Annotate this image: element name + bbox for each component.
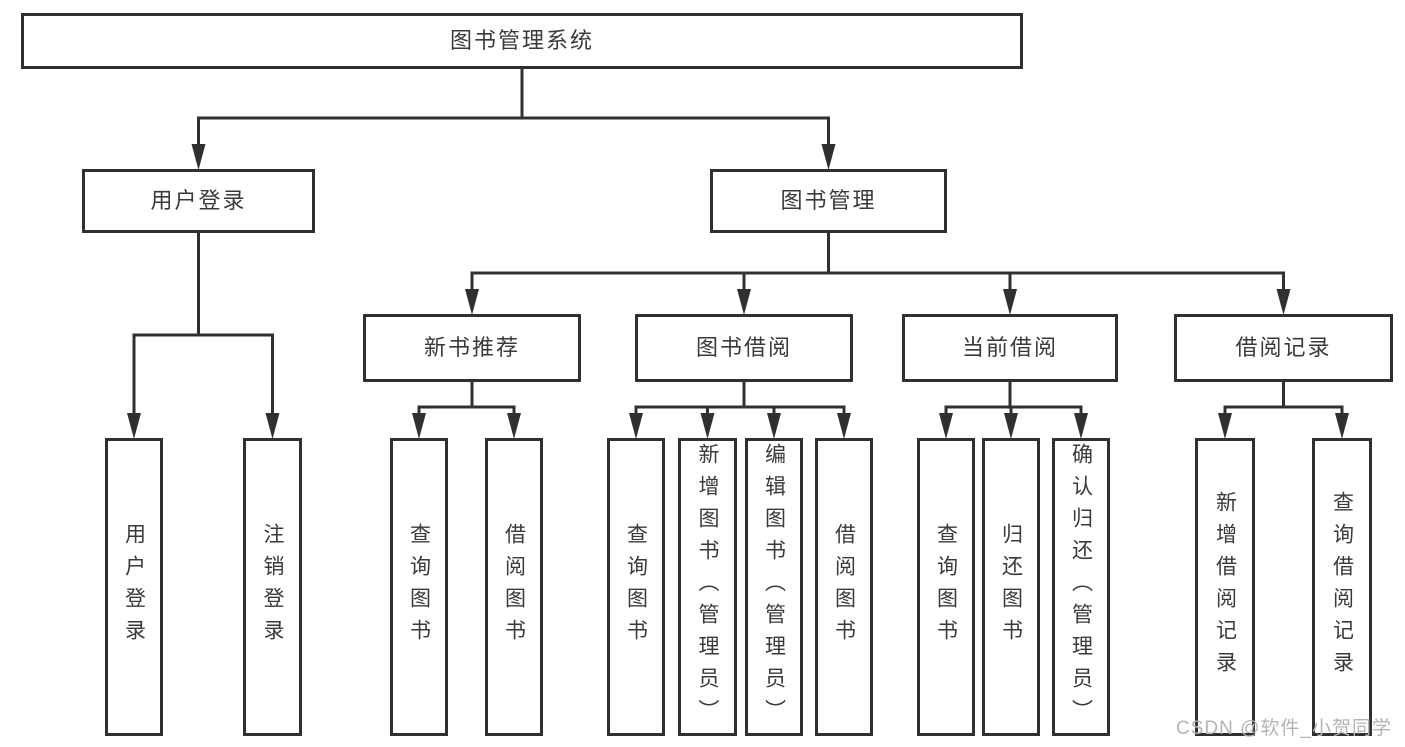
node-confirm-return: 确认归还（管理员）: [1052, 438, 1110, 736]
node-return-book: 归还图书: [982, 438, 1040, 736]
node-current-borrow: 当前借阅: [902, 314, 1118, 382]
node-label-query-book-2: 查询图书: [624, 523, 648, 651]
node-label-add-borrow-record: 新增借阅记录: [1213, 491, 1237, 683]
node-label-user-login: 用户登录: [150, 187, 247, 213]
node-label-book-mgmt: 图书管理: [780, 187, 877, 213]
node-query-book-3: 查询图书: [917, 438, 975, 736]
node-new-book-rec: 新书推荐: [363, 314, 581, 382]
node-root: 图书管理系统: [21, 13, 1023, 69]
node-borrow-book-1: 借阅图书: [485, 438, 543, 736]
node-borrow-book-2: 借阅图书: [815, 438, 873, 736]
node-label-return-book: 归还图书: [999, 523, 1023, 651]
node-query-book-1: 查询图书: [390, 438, 448, 736]
node-logout: 注销登录: [243, 438, 302, 736]
node-login: 用户登录: [105, 438, 163, 736]
node-edit-book: 编辑图书（管理员）: [745, 438, 803, 736]
node-label-login: 用户登录: [122, 523, 146, 651]
node-label-borrow-records: 借阅记录: [1235, 334, 1332, 360]
node-label-confirm-return: 确认归还（管理员）: [1069, 443, 1093, 731]
node-book-borrow: 图书借阅: [635, 314, 853, 382]
node-label-edit-book: 编辑图书（管理员）: [762, 443, 786, 731]
node-label-new-book-rec: 新书推荐: [423, 334, 520, 360]
node-query-book-2: 查询图书: [607, 438, 665, 736]
node-label-logout: 注销登录: [261, 523, 284, 651]
node-label-current-borrow: 当前借阅: [961, 334, 1058, 360]
node-label-borrow-book-1: 借阅图书: [502, 523, 526, 651]
node-label-query-borrow-record: 查询借阅记录: [1330, 491, 1354, 683]
node-label-borrow-book-2: 借阅图书: [832, 523, 856, 651]
node-label-book-borrow: 图书借阅: [695, 334, 792, 360]
node-book-mgmt: 图书管理: [710, 169, 947, 233]
node-add-book: 新增图书（管理员）: [678, 438, 737, 736]
node-query-borrow-record: 查询借阅记录: [1312, 438, 1372, 736]
node-label-root: 图书管理系统: [449, 27, 594, 53]
node-borrow-records: 借阅记录: [1174, 314, 1393, 382]
node-label-query-book-3: 查询图书: [934, 523, 958, 651]
node-label-add-book: 新增图书（管理员）: [696, 443, 719, 731]
node-user-login: 用户登录: [82, 169, 315, 233]
node-label-query-book-1: 查询图书: [407, 523, 431, 651]
node-add-borrow-record: 新增借阅记录: [1195, 438, 1255, 736]
